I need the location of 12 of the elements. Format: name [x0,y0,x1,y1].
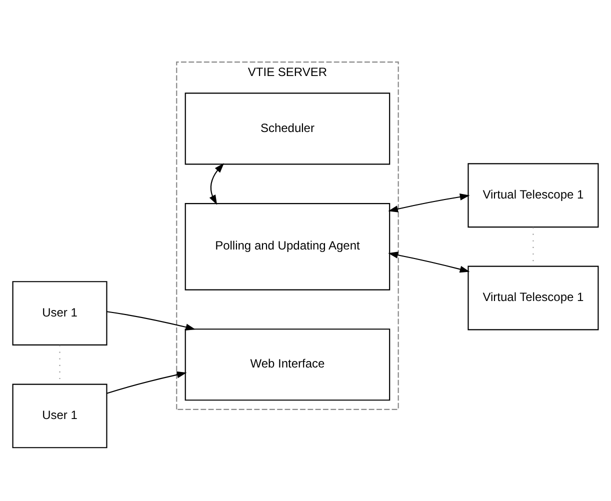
node-box: User 1 [12,384,108,448]
arrow [106,371,187,394]
node-box: Virtual Telescope 1 [468,163,599,228]
arrow [106,311,196,330]
node-box: Polling and Updating Agent [184,203,390,290]
arrow [388,252,470,273]
arrow [209,163,224,205]
node-box: Virtual Telescope 1 [468,266,599,330]
node-box: User 1 [12,281,108,346]
node-box: Web Interface [184,328,390,401]
node-box: Scheduler [184,92,390,165]
arrow [388,194,470,212]
